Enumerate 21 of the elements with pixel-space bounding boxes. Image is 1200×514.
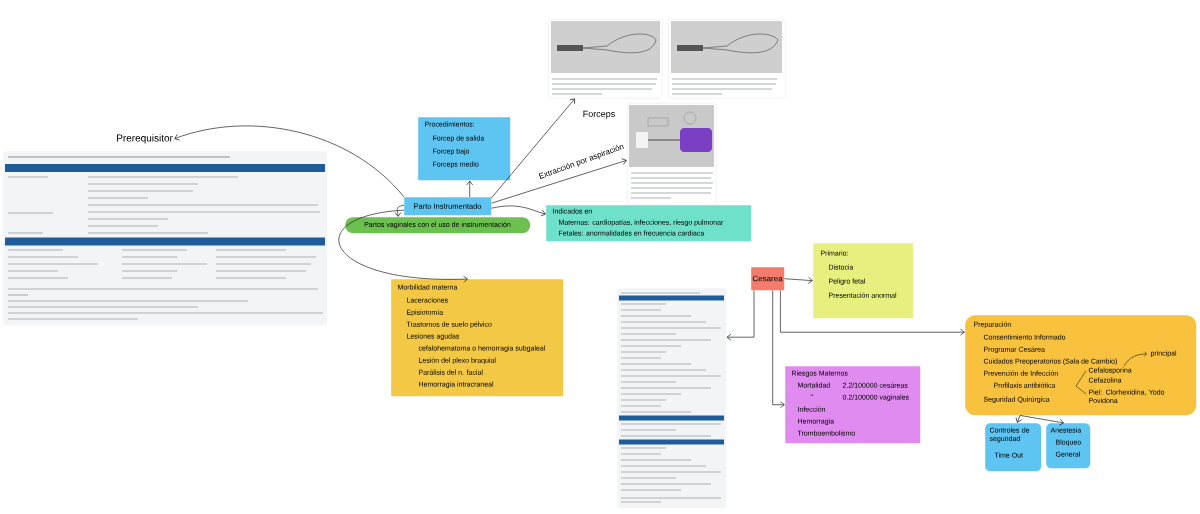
- arrow: [784, 277, 813, 284]
- box-label: Cesarea: [752, 275, 783, 282]
- table-screenshot-drawing: [617, 288, 727, 509]
- edge-label: Forceps: [583, 110, 615, 119]
- figure-drawing: [668, 19, 786, 99]
- arrow: [491, 205, 546, 217]
- figure-drawing: [548, 19, 663, 99]
- arrow: [780, 290, 965, 336]
- arrow: [338, 209, 468, 283]
- arrow: [1019, 415, 1064, 426]
- arrow: [174, 125, 405, 198]
- arrow: [726, 290, 755, 341]
- handwritten-label: Prerequisitor: [117, 134, 173, 144]
- arrow: [466, 180, 474, 198]
- arrow: [394, 204, 405, 217]
- arrow: [491, 98, 575, 199]
- arrow: [772, 290, 785, 409]
- arrow: [491, 158, 627, 204]
- arrow: [1015, 415, 1022, 423]
- table-screenshot-drawing: [3, 151, 328, 326]
- figure-drawing: [627, 103, 717, 206]
